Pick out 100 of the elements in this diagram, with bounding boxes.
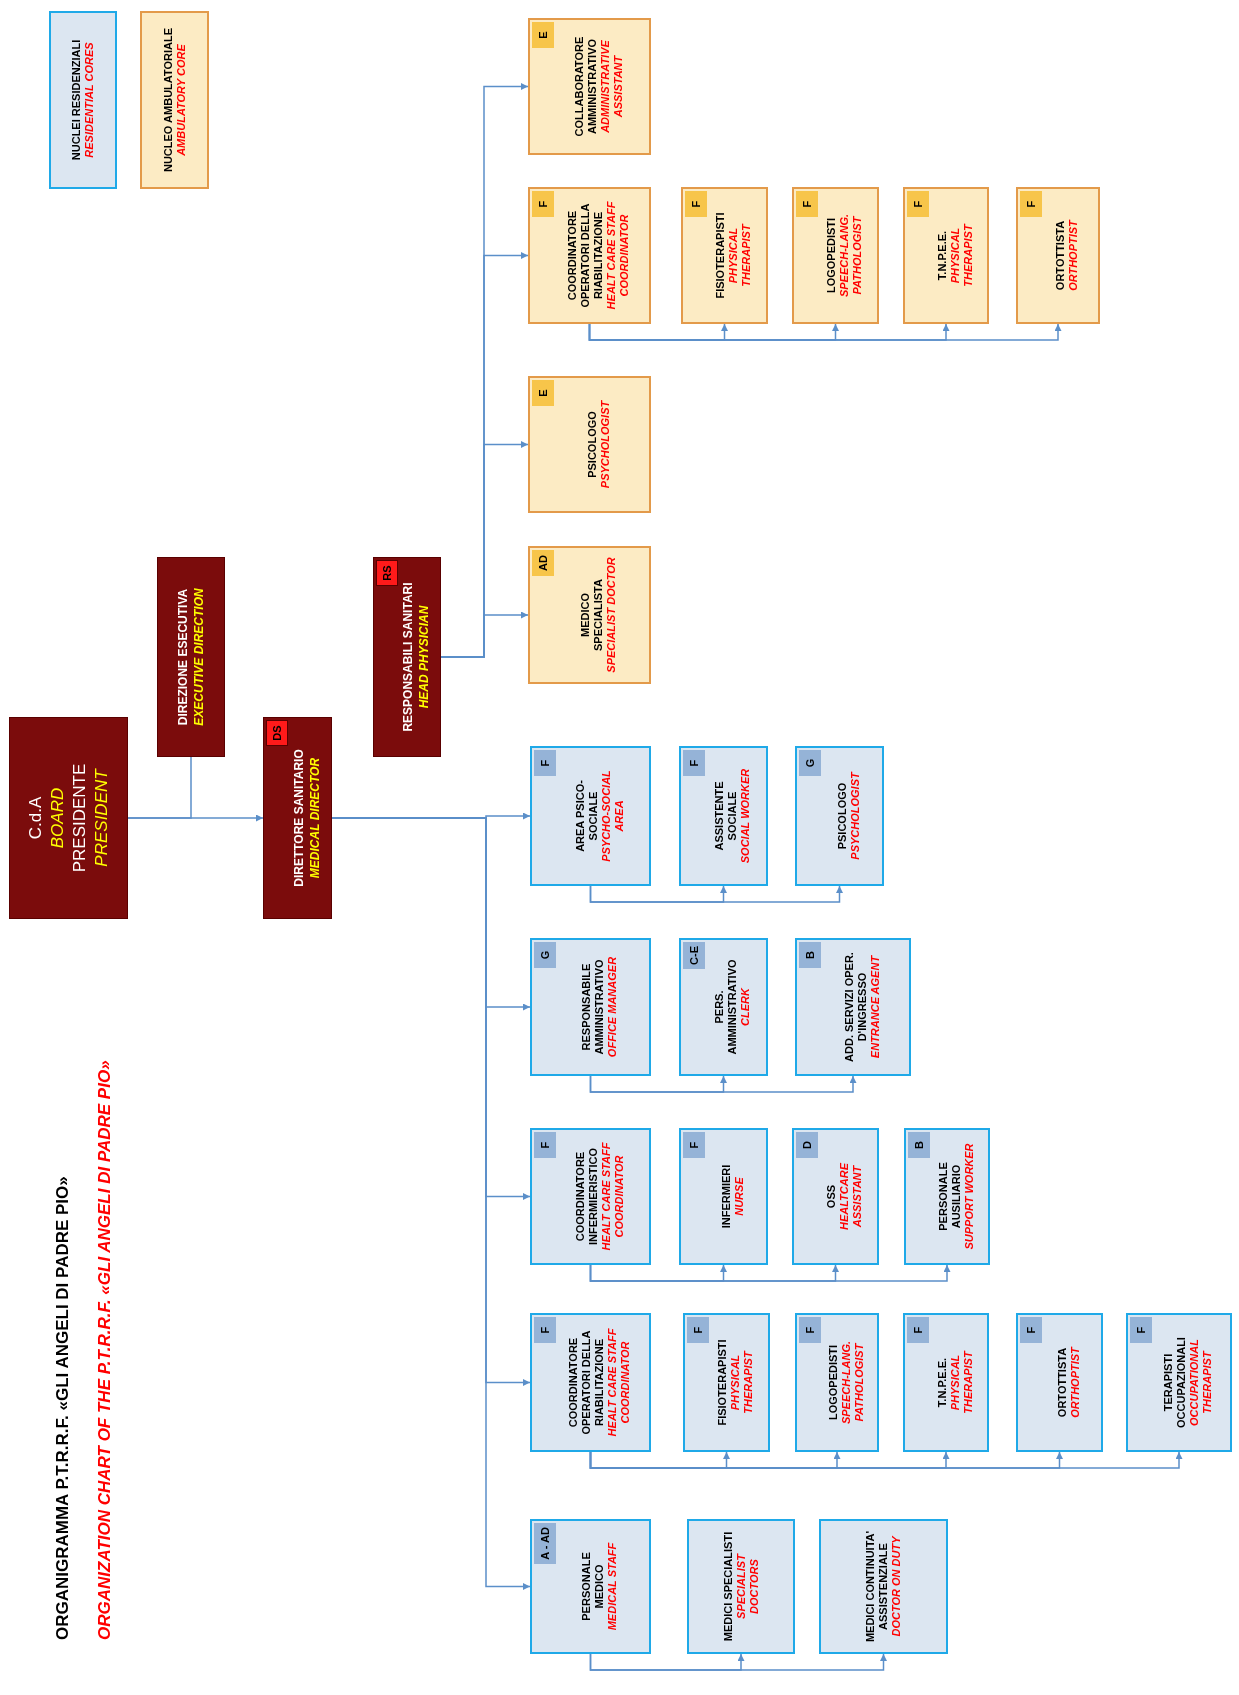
chart-title: ORGANIGRAMMA P.T.R.R.F. «GLI ANGELI DI PADRE PIO» (52, 1176, 73, 1640)
grade-badge: F (907, 1317, 929, 1343)
role-box (903, 187, 989, 324)
role-title: T.N.P.E.E. (935, 230, 949, 281)
role-title: ORTOTTISTA (1054, 220, 1067, 291)
grade-badge: F (907, 191, 929, 217)
grade-badge: F (534, 1317, 556, 1343)
grade-badge: F (796, 191, 818, 217)
role-box (903, 1313, 989, 1452)
role-box (1126, 1313, 1232, 1452)
grade-badge: E (532, 380, 554, 406)
role-translation: HEALT CARE STAFF COORDINATOR (599, 1141, 626, 1253)
role-title: RESPONSABILE AMMINISTRATIVO (580, 958, 606, 1057)
connector-arrow (589, 885, 843, 903)
role-translation: ORTHOPTIST (1068, 1347, 1082, 1418)
connector-arrow (589, 1264, 951, 1282)
role-title: C.d.A (24, 796, 46, 840)
role-translation: PHYSICAL THERAPIST (948, 222, 975, 289)
role-translation: HEALTCARE ASSISTANT (838, 1161, 864, 1232)
role-title: COLLABORATORE AMMINISTRATIVO (572, 35, 599, 139)
role-title: COORDINATORE INFERMIERISTICO (573, 1146, 600, 1248)
role-box (679, 938, 768, 1076)
role-translation: ADMINISTRATIVE ASSISTANT (598, 39, 625, 135)
role-translation: HEALT CARE STAFF COORDINATOR (606, 1327, 632, 1439)
role-translation: PSYCHO-SOCIAL AREA (599, 769, 626, 864)
role-box (792, 187, 879, 324)
role-translation: HEAD PHYSICIAN (416, 605, 432, 709)
grade-badge: F (1130, 1317, 1152, 1343)
role-translation: ENTRANCE AGENT (868, 955, 882, 1059)
role-box (795, 746, 884, 886)
role-box (681, 187, 768, 324)
legend-box (140, 11, 209, 189)
role-translation: BOARD (46, 787, 68, 849)
grade-badge: F (683, 750, 705, 776)
role-translation: HEALT CARE STAFF COORDINATOR (605, 200, 631, 312)
role-box (528, 546, 651, 684)
role-box (1016, 187, 1100, 324)
grade-badge: F (687, 1317, 709, 1343)
role-box (528, 187, 651, 324)
role-translation: RESIDENTIAL CORES (83, 42, 96, 158)
role-translation: SUPPORT WORKER (962, 1143, 976, 1250)
grade-badge: G (799, 750, 821, 776)
role-title: ORTOTTISTA (1055, 1347, 1069, 1418)
role-translation: SPECIALIST DOCTOR (605, 557, 618, 673)
role-title: PERSONALE AUSILIARIO (936, 1161, 963, 1233)
role-title: RESPONSABILI SANITARI (400, 582, 416, 732)
role-translation: PRESIDENT (90, 769, 112, 867)
connector-arrow (589, 1451, 1183, 1469)
role-title: PERSONALE MEDICO (580, 1551, 606, 1623)
role-box (679, 1128, 768, 1265)
grade-badge: F (532, 191, 554, 217)
role-translation: SOCIAL WORKER (739, 768, 752, 864)
role-translation: OFFICE MANAGER (606, 956, 619, 1058)
management-box (263, 717, 332, 919)
management-box (373, 557, 441, 757)
grade-badge: D (796, 1132, 818, 1158)
role-translation: SPEECH-LANG. PATHOLOGIST (839, 1339, 866, 1427)
role-title: LOGOPEDISTI (825, 217, 838, 294)
grade-badge: DS (266, 720, 288, 746)
role-translation: MEDICAL DIRECTOR (306, 757, 323, 879)
management-box (157, 557, 225, 757)
role-box (904, 1128, 990, 1265)
grade-badge: RS (376, 560, 398, 586)
role-title: FISIOTERAPISTI (716, 1339, 729, 1426)
role-box (683, 1313, 770, 1452)
grade-badge: G (534, 942, 556, 968)
role-box (530, 746, 651, 886)
grade-badge: E (532, 22, 554, 48)
role-translation: PHYSICAL THERAPIST (948, 1349, 975, 1416)
role-title: COORDINATORE OPERATORI DELLA RIABILITAZIONE (566, 202, 605, 310)
role-title: DIRETTORE SANITARIO (290, 749, 307, 887)
grade-badge: A - AD (534, 1523, 556, 1564)
role-title: PERS. AMMINISTRATIVO (713, 958, 739, 1057)
role-translation: PSYCHOLOGIST (848, 772, 862, 860)
role-title: NUCLEI RESIDENZIALI (70, 39, 83, 161)
connector-arrow (588, 323, 1062, 341)
grade-badge: B (908, 1132, 930, 1158)
role-translation: NURSE (732, 1177, 746, 1216)
role-translation: EXECUTIVE DIRECTION (191, 588, 207, 726)
role-box (687, 1519, 795, 1654)
role-box (530, 938, 651, 1076)
role-box (528, 18, 651, 155)
role-box (1016, 1313, 1103, 1452)
role-title: OSS (825, 1184, 838, 1209)
role-title: MEDICO SPECIALISTA (579, 578, 605, 653)
role-title: ADD. SERVIZI OPER. D'INGRESSO (842, 951, 869, 1064)
role-title: COORDINATORE OPERATORI DELLA RIABILITAZIONE (567, 1329, 606, 1437)
role-translation: DOCTOR ON DUTY (890, 1536, 903, 1637)
role-translation: SPEECH-LANG. PATHOLOGIST (838, 212, 864, 300)
management-box (9, 717, 128, 919)
grade-badge: F (1020, 191, 1042, 217)
connector-line (127, 756, 192, 819)
role-title: LOGOPEDISTI (826, 1344, 840, 1421)
grade-badge: F (685, 191, 707, 217)
grade-badge: F (799, 1317, 821, 1343)
role-translation: CLERK (739, 988, 752, 1026)
role-title: AREA PSICO-SOCIALE (573, 779, 600, 854)
grade-badge: F (683, 1132, 705, 1158)
role-box (530, 1313, 651, 1452)
chart-subtitle: ORGANIZATION CHART OF THE P.T.R.R.F. «GLI ANGELI DI PADRE PIO» (94, 1060, 115, 1640)
